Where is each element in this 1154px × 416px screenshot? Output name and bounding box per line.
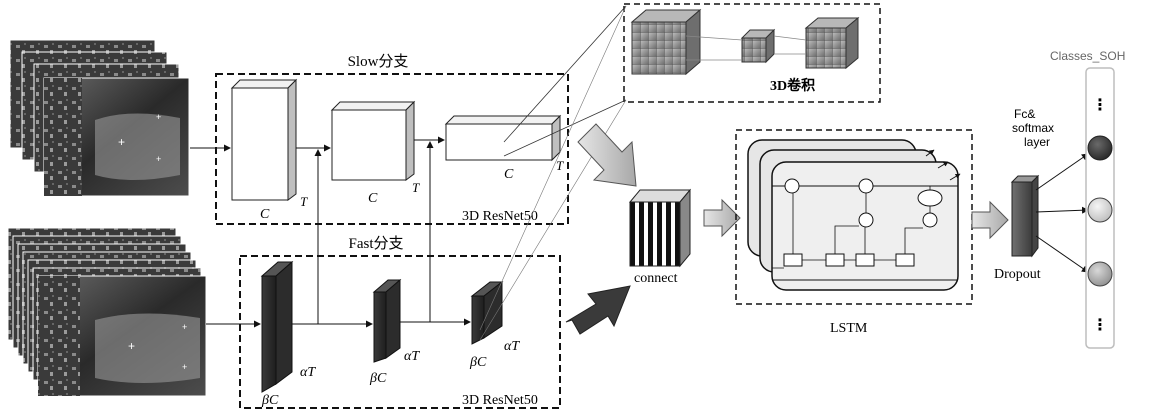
fast-feature-block-3	[470, 280, 504, 345]
slow-branch-border	[215, 73, 569, 225]
lstm-gate-layer	[895, 253, 915, 267]
svg-text:+: +	[182, 362, 187, 372]
conv3d-projection-line	[685, 35, 743, 41]
fc-label-line3: layer	[1024, 135, 1050, 149]
slow-to-connect-arrow	[577, 123, 637, 187]
dropout-block: Dropout	[994, 174, 1041, 282]
lstm-output-arrow	[937, 161, 949, 169]
fast-to-connect-arrow	[565, 285, 631, 335]
fast-branch-border	[239, 255, 561, 409]
svg-text:+: +	[182, 322, 187, 332]
class-node	[1087, 261, 1113, 287]
lstm-gate-op	[784, 178, 800, 194]
connect-label: connect	[634, 271, 678, 286]
slow-feature-block-1	[230, 78, 298, 201]
slow-dim-t-2: T	[412, 180, 420, 195]
classes-column: Classes_SOH ⋮ ⋮	[1050, 49, 1125, 349]
slow-dim-c-1: C	[260, 207, 270, 222]
fast-dim-beta-c-1: βC	[261, 393, 279, 408]
svg-text:+: +	[118, 135, 125, 149]
conv3d-output-cube	[804, 16, 860, 70]
class-node	[1087, 197, 1113, 223]
fast-branch-title: Fast分支	[348, 235, 403, 252]
slow-dim-c-2: C	[368, 191, 378, 206]
fast-dim-beta-c-3: βC	[469, 355, 487, 370]
lstm-gate-op	[858, 212, 874, 228]
fc-connection-line	[1035, 235, 1089, 273]
lstm-gate-op	[922, 212, 938, 228]
slow-input-frame-stack: + + +	[9, 39, 190, 197]
lstm-block: LSTM	[735, 129, 973, 336]
lstm-tanh-op	[917, 189, 943, 207]
fc-label-line2: softmax	[1012, 121, 1054, 135]
lstm-output-arrow	[949, 173, 961, 181]
fast-branch-backbone-label: 3D ResNet50	[462, 393, 538, 408]
slow-feature-block-2	[330, 100, 416, 181]
slow-dim-c-3: C	[504, 167, 514, 182]
classes-column-label: Classes_SOH	[1050, 49, 1125, 63]
connect-to-lstm-arrow	[703, 198, 741, 238]
lstm-to-dropout-arrow	[971, 200, 1009, 240]
fast-branch: Fast分支 3D ResNet50 αT βC αT βC αT βC	[206, 235, 561, 409]
slow-dim-t-1: T	[300, 194, 308, 209]
inset-zoom-line	[479, 5, 627, 331]
classes-ellipsis-bottom: ⋮	[1092, 317, 1108, 334]
conv3d-input-cube	[630, 8, 702, 76]
inset-zoom-line	[503, 99, 627, 157]
slow-branch-backbone-label: 3D ResNet50	[462, 209, 538, 224]
class-node	[1087, 135, 1113, 161]
fc-label-line1: Fc&	[1014, 107, 1035, 121]
dropout-label: Dropout	[994, 267, 1041, 282]
fc-connection-line	[1035, 153, 1089, 191]
lstm-label: LSTM	[830, 321, 868, 336]
lstm-internal-wiring	[772, 259, 896, 269]
fc-connection-line	[1035, 206, 1089, 214]
slow-dim-t-3: T	[556, 158, 564, 173]
fast-input-frame-stack: + + +	[7, 227, 207, 397]
lstm-gate-op	[858, 178, 874, 194]
svg-text:+: +	[156, 112, 161, 122]
fc-softmax-label: Fc& softmax layer	[1012, 107, 1054, 149]
fast-feature-block-1	[260, 260, 294, 393]
svg-text:+: +	[128, 339, 135, 353]
fast-dim-alpha-t-3: αT	[504, 339, 520, 354]
fast-feature-block-2	[372, 278, 402, 363]
slow-branch: Slow分支 3D ResNet50 C T C T C T	[190, 53, 569, 225]
fast-dim-beta-c-2: βC	[369, 371, 387, 386]
slow-frame: + + +	[43, 77, 190, 197]
conv3d-kernel-cube	[740, 28, 776, 64]
slow-branch-title: Slow分支	[348, 53, 409, 70]
svg-text:+: +	[156, 154, 161, 164]
lstm-gate-layer	[855, 253, 875, 267]
connect-block: connect	[628, 188, 692, 286]
conv3d-projection-line	[773, 35, 807, 41]
inset-zoom-line	[503, 5, 627, 143]
lstm-gate-layer	[783, 253, 803, 267]
lstm-gate-layer	[825, 253, 845, 267]
lstm-internal-wiring	[792, 186, 931, 254]
conv3d-label: 3D卷积	[770, 77, 815, 94]
conv3d-inset: 3D卷积	[623, 3, 881, 103]
classes-ellipsis-top: ⋮	[1092, 97, 1108, 114]
fast-dim-alpha-t-1: αT	[300, 365, 316, 380]
fast-dim-alpha-t-2: αT	[404, 349, 420, 364]
fast-frame: + + +	[37, 275, 207, 397]
lstm-output-arrow	[925, 149, 935, 157]
